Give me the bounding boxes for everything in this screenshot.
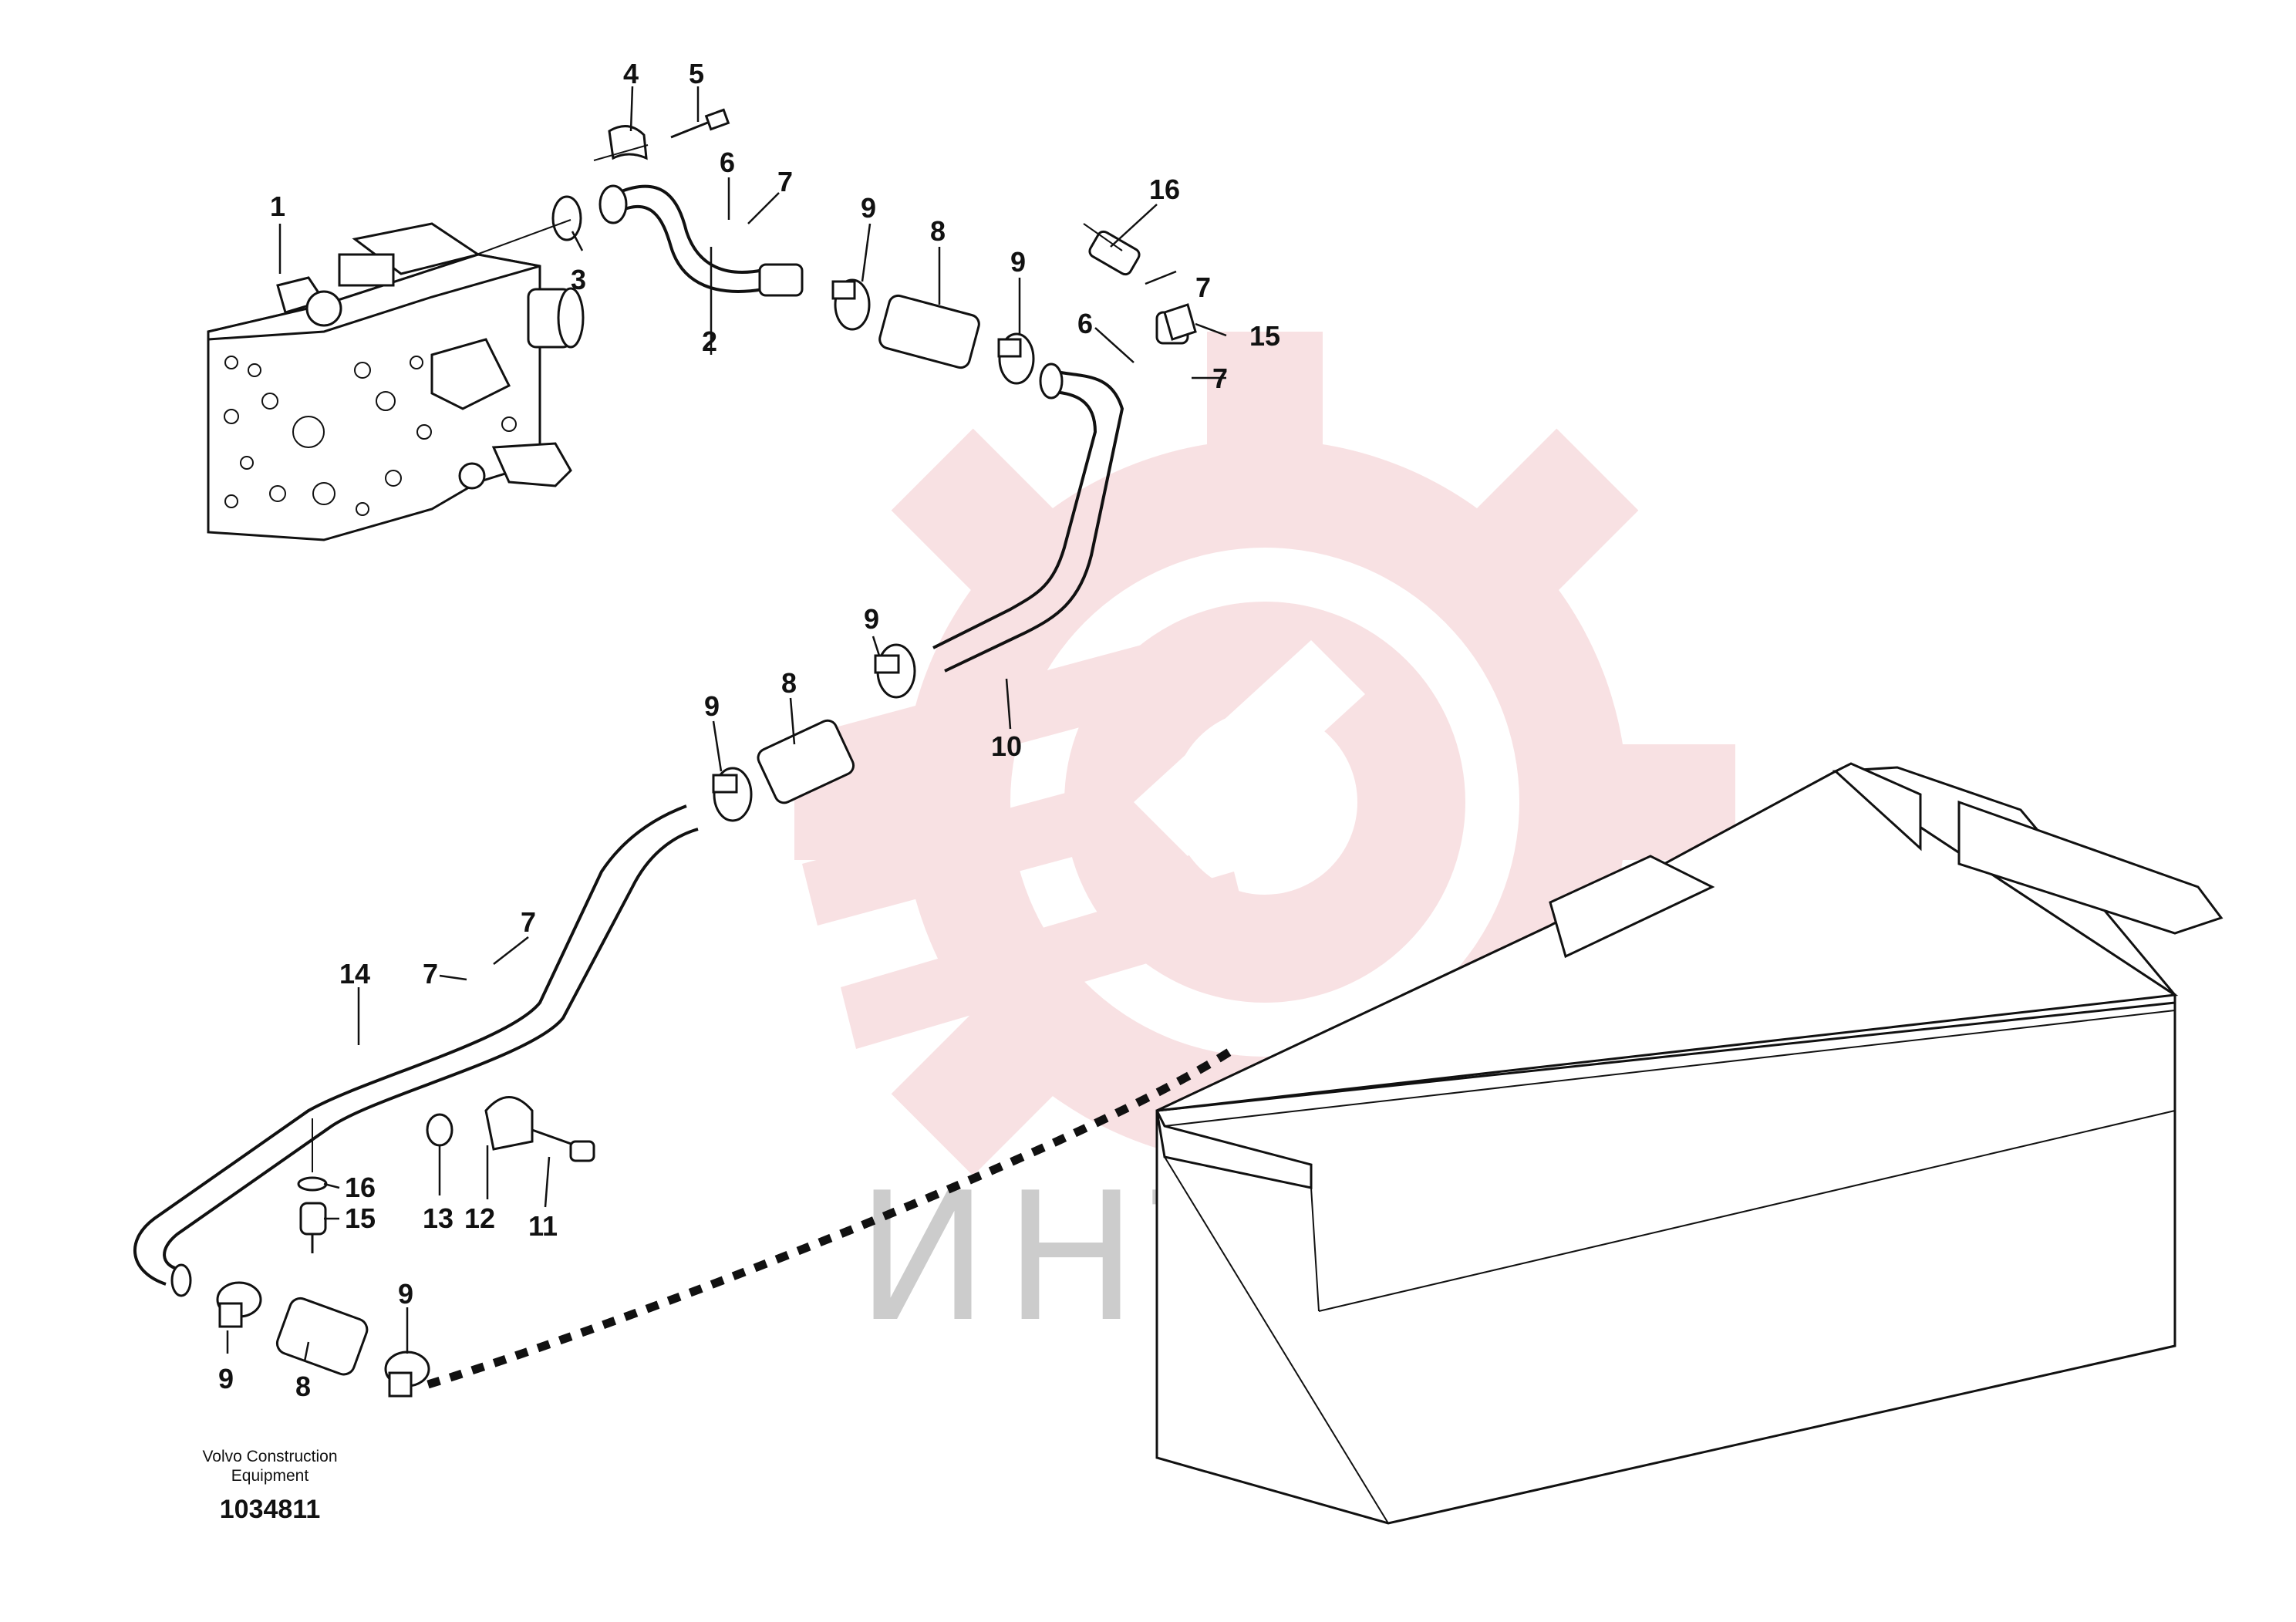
- callout-6: 6: [1077, 308, 1093, 339]
- callout-7: 7: [1195, 271, 1211, 303]
- callout-6: 6: [720, 147, 735, 178]
- hose-sleeve-8: [878, 294, 980, 369]
- callout-7: 7: [777, 166, 793, 197]
- callout-13: 13: [423, 1202, 453, 1234]
- company-line-1: Volvo Construction: [202, 1448, 337, 1465]
- callout-8: 8: [781, 667, 797, 699]
- hose-upper-2: [598, 184, 804, 297]
- o-ring: [551, 195, 582, 241]
- callout-9: 9: [861, 192, 876, 224]
- callout-1: 1: [270, 191, 285, 222]
- callout-11: 11: [528, 1210, 558, 1242]
- callout-5: 5: [689, 58, 704, 89]
- callout-8: 8: [295, 1371, 311, 1402]
- callout-9: 9: [1010, 246, 1026, 278]
- flange-half-clamp: [593, 125, 649, 161]
- hose-clamp-9: [997, 332, 1035, 385]
- callout-16: 16: [345, 1172, 376, 1203]
- fittings-top-right: [1083, 223, 1197, 345]
- callout-16: 16: [1149, 174, 1180, 205]
- hose-14: [133, 804, 699, 1297]
- hose-clamp-9: [874, 643, 916, 699]
- hose-clamp-9: [384, 1351, 430, 1398]
- callout-9: 9: [704, 690, 720, 722]
- hose-10: [932, 363, 1124, 673]
- hose-sleeve-8: [275, 1297, 369, 1376]
- company-line-2: Equipment: [231, 1467, 309, 1485]
- callout-8: 8: [930, 215, 946, 247]
- sensor-fitting-left: [297, 1118, 328, 1253]
- bolt-5: [670, 108, 730, 139]
- callout-14: 14: [339, 958, 370, 990]
- callout-15: 15: [1249, 320, 1280, 352]
- callout-9: 9: [398, 1278, 413, 1310]
- hose-clamp-9: [831, 278, 871, 331]
- callout-labels: 1 2 3 4 5 6 7 9 8 9 16 7 15 6 7 9 8 9 10…: [218, 58, 1280, 1402]
- hydraulic-tank: [1155, 762, 2224, 1525]
- clip-assembly: [426, 1096, 595, 1162]
- dashed-hose-connection: [426, 1045, 1236, 1389]
- leader-lines: [226, 86, 1227, 1362]
- callout-2: 2: [702, 325, 717, 357]
- drawing-caption: Volvo Construction Equipment 1034811: [202, 1448, 337, 1524]
- control-valve: [207, 222, 585, 541]
- drawing-number: 1034811: [220, 1495, 321, 1524]
- callout-9: 9: [218, 1363, 234, 1394]
- callout-7: 7: [521, 906, 536, 938]
- callout-7: 7: [1212, 363, 1228, 394]
- callout-4: 4: [623, 58, 639, 89]
- callout-7: 7: [423, 958, 438, 990]
- callout-3: 3: [571, 264, 586, 295]
- hose-clamp-9: [216, 1281, 262, 1328]
- callout-12: 12: [464, 1202, 495, 1234]
- callout-15: 15: [345, 1202, 376, 1234]
- callout-10: 10: [991, 730, 1022, 762]
- callout-9: 9: [864, 603, 879, 635]
- hose-clamp-9: [712, 767, 753, 822]
